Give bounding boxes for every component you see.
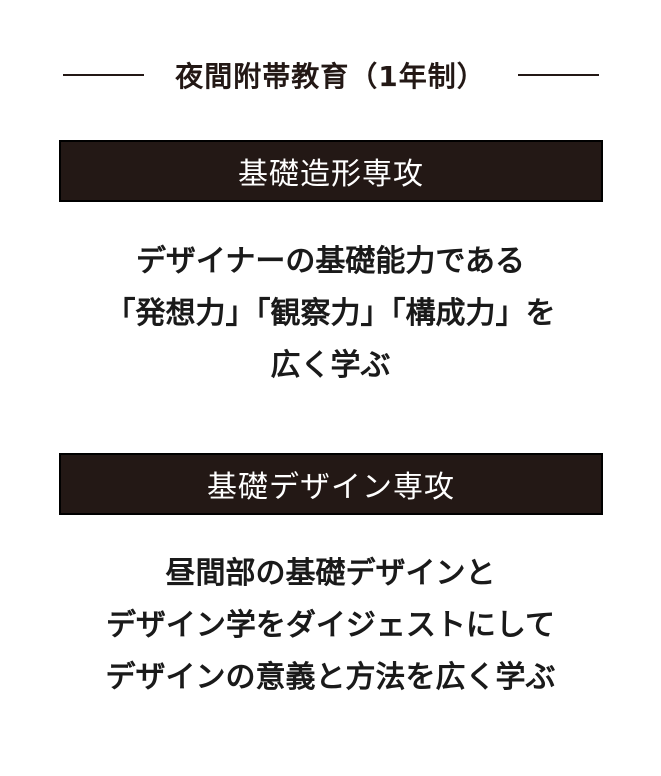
description-line: デザイナーの基礎能力である [135, 244, 526, 279]
section-heading: 夜間附帯教育（1年制） [0, 52, 661, 98]
description-line: 「発想力」「観察力」「構成力」を [105, 296, 556, 331]
course-banner-basic-form: 基礎造形専攻 [59, 140, 603, 202]
description-line: デザイン学をダイジェストにして [105, 608, 556, 643]
course-name: 基礎造形専攻 [238, 157, 424, 192]
heading-rule-left [63, 74, 144, 76]
heading-title: 夜間附帯教育（1年制） [175, 60, 486, 93]
description-line: 広く学ぶ [270, 348, 391, 383]
description-line: 昼間部の基礎デザインと [165, 556, 496, 591]
course-name: 基礎デザイン専攻 [207, 470, 455, 505]
description-line: デザインの意義と方法を広く学ぶ [105, 660, 556, 695]
heading-rule-right [518, 74, 599, 76]
course-description-basic-design: 昼間部の基礎デザインと デザイン学をダイジェストにして デザインの意義と方法を広… [0, 548, 661, 704]
course-description-basic-form: デザイナーの基礎能力である 「発想力」「観察力」「構成力」を 広く学ぶ [0, 236, 661, 392]
course-banner-basic-design: 基礎デザイン専攻 [59, 453, 603, 515]
